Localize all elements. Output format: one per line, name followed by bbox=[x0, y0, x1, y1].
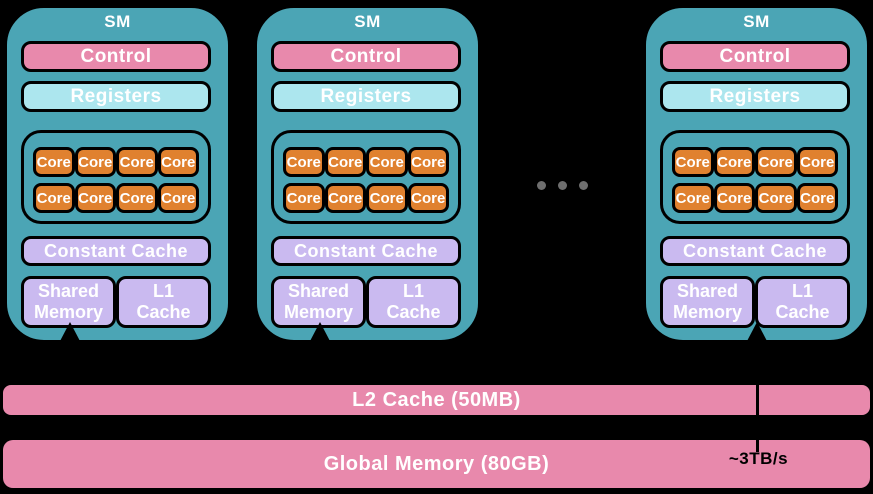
control-unit: Control bbox=[660, 41, 850, 72]
core-box: Core bbox=[796, 183, 838, 213]
sm-title: SM bbox=[104, 12, 131, 31]
control-unit: Control bbox=[271, 41, 461, 72]
core-box: Core bbox=[713, 183, 755, 213]
constant-cache: Constant Cache bbox=[21, 236, 211, 266]
core-box: Core bbox=[407, 183, 449, 213]
core-row: Core Core Core Core bbox=[283, 183, 449, 213]
core-box: Core bbox=[755, 147, 797, 177]
shared-memory: Shared Memory bbox=[21, 276, 116, 328]
up-arrow-icon bbox=[309, 322, 331, 343]
core-row: Core Core Core Core bbox=[283, 147, 449, 177]
l2-cache-bar: L2 Cache (50MB) bbox=[3, 385, 870, 415]
core-box: Core bbox=[157, 147, 199, 177]
core-box: Core bbox=[33, 183, 75, 213]
sm-title: SM bbox=[743, 12, 770, 31]
sm-block-1: SM Control Registers Core Core Core Core… bbox=[4, 5, 231, 343]
core-box: Core bbox=[672, 147, 714, 177]
core-grid: Core Core Core Core Core Core Core Core bbox=[21, 130, 211, 224]
core-box: Core bbox=[33, 147, 75, 177]
core-box: Core bbox=[366, 147, 408, 177]
bandwidth-line bbox=[756, 340, 759, 452]
core-box: Core bbox=[324, 147, 366, 177]
shared-memory: Shared Memory bbox=[271, 276, 366, 328]
registers-unit: Registers bbox=[271, 81, 461, 112]
core-box: Core bbox=[366, 183, 408, 213]
core-box: Core bbox=[74, 183, 116, 213]
ellipsis-dot bbox=[558, 181, 567, 190]
global-memory-bar: Global Memory (80GB) bbox=[3, 440, 870, 488]
core-row: Core Core Core Core bbox=[33, 147, 199, 177]
core-box: Core bbox=[74, 147, 116, 177]
bandwidth-label: ~3TB/s bbox=[728, 449, 789, 468]
sm-memory-row: Shared Memory L1 Cache bbox=[660, 276, 850, 328]
shared-memory: Shared Memory bbox=[660, 276, 755, 328]
core-row: Core Core Core Core bbox=[33, 183, 199, 213]
l1-cache: L1 Cache bbox=[116, 276, 211, 328]
up-arrow-icon bbox=[745, 322, 768, 343]
core-box: Core bbox=[407, 147, 449, 177]
constant-cache: Constant Cache bbox=[271, 236, 461, 266]
control-unit: Control bbox=[21, 41, 211, 72]
registers-unit: Registers bbox=[660, 81, 850, 112]
ellipsis-dot bbox=[579, 181, 588, 190]
ellipsis-dot bbox=[537, 181, 546, 190]
core-box: Core bbox=[755, 183, 797, 213]
up-arrow-icon bbox=[59, 322, 81, 343]
core-box: Core bbox=[713, 147, 755, 177]
l1-cache: L1 Cache bbox=[366, 276, 461, 328]
core-box: Core bbox=[157, 183, 199, 213]
core-box: Core bbox=[283, 183, 325, 213]
more-sms-ellipsis bbox=[537, 181, 588, 190]
core-row: Core Core Core Core bbox=[672, 147, 838, 177]
core-box: Core bbox=[116, 183, 158, 213]
sm-memory-row: Shared Memory L1 Cache bbox=[21, 276, 211, 328]
core-box: Core bbox=[324, 183, 366, 213]
core-box: Core bbox=[796, 147, 838, 177]
registers-unit: Registers bbox=[21, 81, 211, 112]
sm-block-2: SM Control Registers Core Core Core Core… bbox=[254, 5, 481, 343]
sm-block-3: SM Control Registers Core Core Core Core… bbox=[643, 5, 870, 343]
core-grid: Core Core Core Core Core Core Core Core bbox=[660, 130, 850, 224]
l1-cache: L1 Cache bbox=[755, 276, 850, 328]
core-box: Core bbox=[116, 147, 158, 177]
core-grid: Core Core Core Core Core Core Core Core bbox=[271, 130, 461, 224]
core-row: Core Core Core Core bbox=[672, 183, 838, 213]
constant-cache: Constant Cache bbox=[660, 236, 850, 266]
sm-memory-row: Shared Memory L1 Cache bbox=[271, 276, 461, 328]
core-box: Core bbox=[672, 183, 714, 213]
sm-title: SM bbox=[354, 12, 381, 31]
core-box: Core bbox=[283, 147, 325, 177]
